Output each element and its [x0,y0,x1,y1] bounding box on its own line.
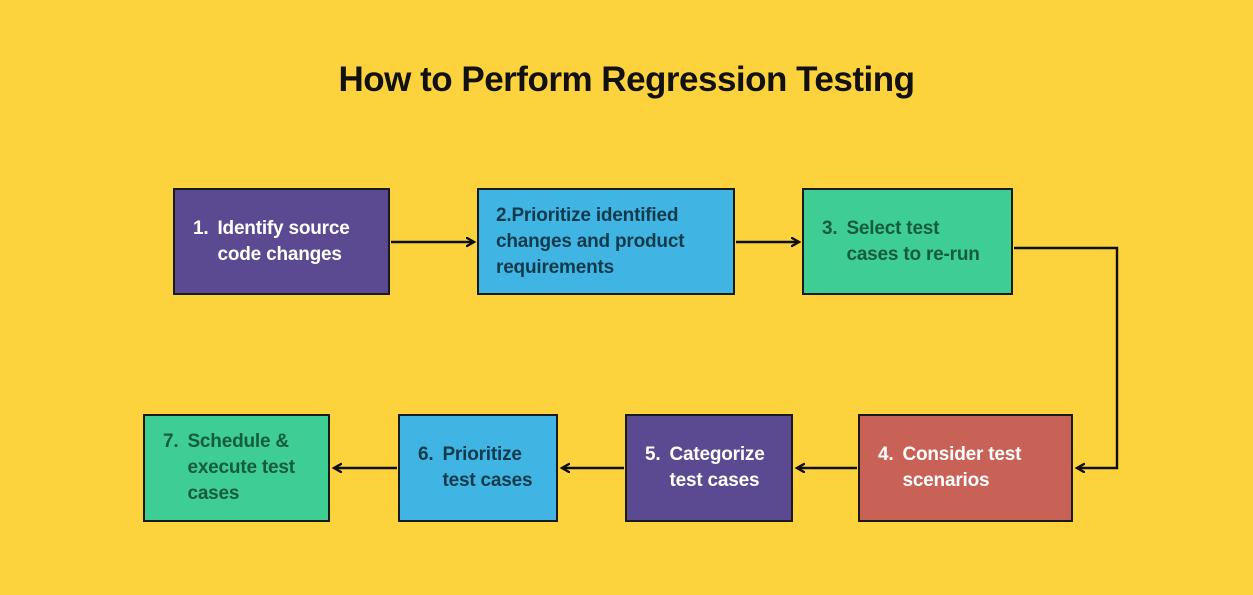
step-label: Schedule & execute test cases [187,431,295,504]
step-label: Categorize test cases [669,444,765,491]
page-title: How to Perform Regression Testing [338,60,916,99]
flow-step-6: 6. Prioritize test cases [398,414,558,522]
flow-step-4: 4. Consider test scenarios [858,414,1073,522]
step-number: 1. [193,217,209,239]
step-content: 4. Consider test scenarios [878,442,1053,494]
flow-step-5: 5. Categorize test cases [625,414,793,522]
step-label: Prioritize test cases [442,444,533,491]
flow-step-2: 2.Prioritize identified changes and prod… [477,188,735,295]
step-number: 5. [645,444,661,465]
step-number: 6. [418,444,434,465]
step-number: 4. [878,444,894,465]
step-content: 3. Select test cases to re-run [822,216,993,268]
step-number: 7. [163,431,179,452]
flow-step-7: 7. Schedule & execute test cases [143,414,330,522]
step-content: 2.Prioritize identified changes and prod… [496,203,713,281]
step-content: 7. Schedule & execute test cases [163,429,310,507]
step-label: Select test cases to re-run [846,217,980,265]
step-label: Identify source code changes [217,217,350,265]
step-label: Consider test scenarios [902,444,1022,491]
step-content: 1. Identify source code changes [193,216,370,268]
step-content: 5. Categorize test cases [645,442,773,494]
step-content: 6. Prioritize test cases [418,442,538,494]
flow-step-3: 3. Select test cases to re-run [802,188,1013,295]
step-label: 2.Prioritize identified changes and prod… [496,204,685,278]
flow-step-1: 1. Identify source code changes [173,188,390,295]
step-number: 3. [822,217,838,239]
